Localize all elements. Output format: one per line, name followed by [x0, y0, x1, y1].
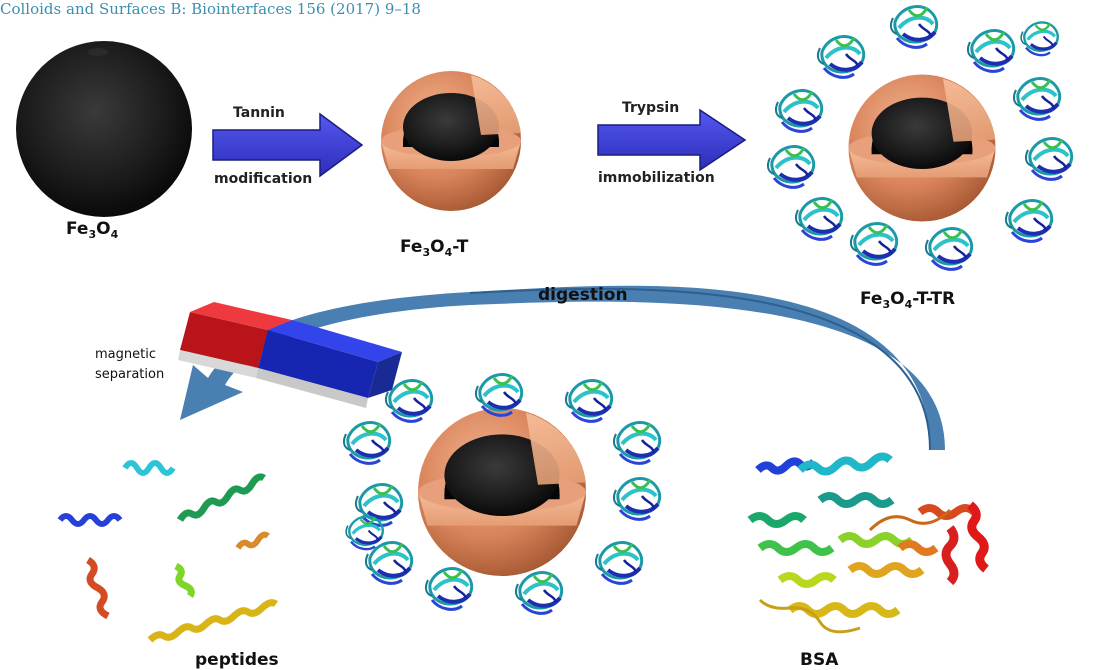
label-separation: separation [95, 367, 164, 382]
protein-helix-icon [747, 452, 989, 634]
magnet-icon [178, 302, 402, 408]
arrow-trypsin-immobilization [597, 108, 747, 172]
label-fe3o4-t: Fe3O4-T [400, 237, 469, 259]
label-immobilization: immobilization [598, 170, 715, 186]
label-fe3o4-t-tr: Fe3O4-T-TR [860, 289, 955, 311]
label-fe3o4: Fe3O4 [66, 219, 119, 241]
label-digestion: digestion [538, 285, 628, 305]
peptides-group [57, 460, 278, 643]
fe3o4-t-tr-particle [765, 4, 1074, 272]
center-particle [341, 372, 662, 616]
curved-arrow-digestion [180, 285, 945, 451]
label-peptides: peptides [195, 650, 279, 670]
arrow-tannin-modification [212, 112, 364, 178]
label-magnetic: magnetic [95, 347, 156, 362]
label-modification: modification [214, 171, 312, 187]
label-trypsin: Trypsin [622, 100, 679, 116]
journal-citation: Colloids and Surfaces B: Biointerfaces 1… [0, 0, 421, 18]
fe3o4-particle [16, 41, 192, 217]
label-tannin: Tannin [233, 105, 285, 121]
label-bsa: BSA [800, 650, 839, 670]
bsa-protein [747, 452, 989, 634]
protein-helix-icon [57, 460, 278, 643]
fe3o4-t-particle [381, 71, 521, 211]
